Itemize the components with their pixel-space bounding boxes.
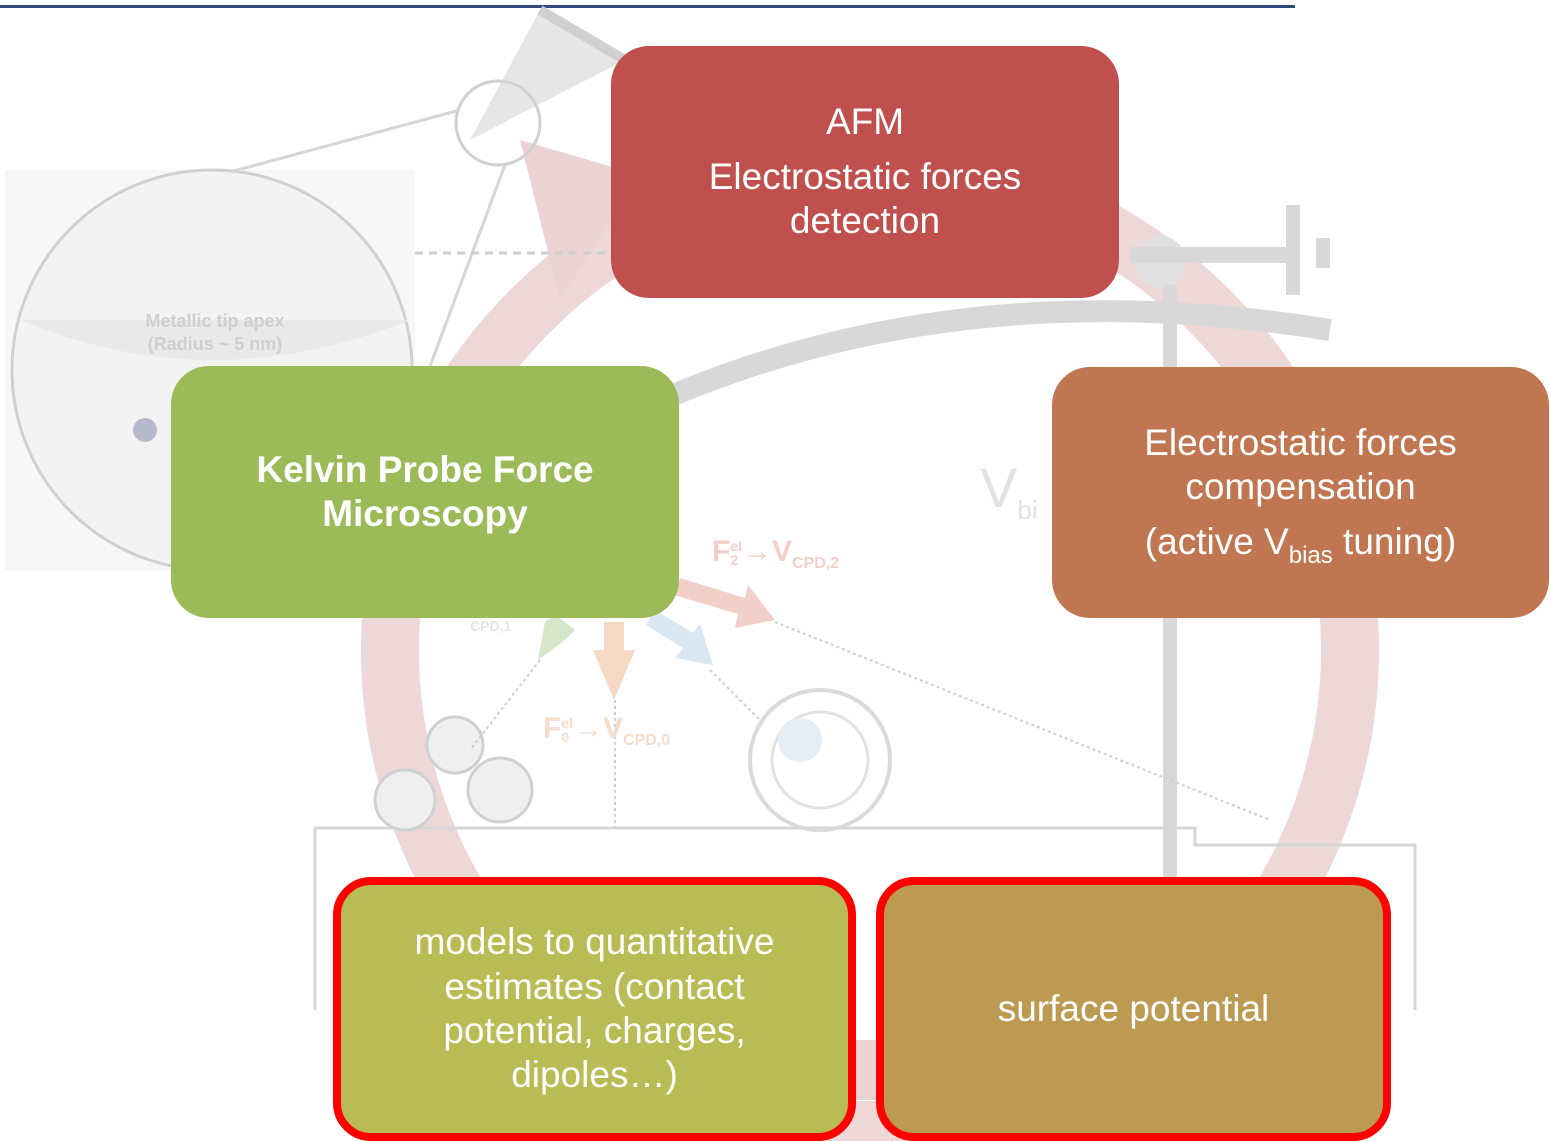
- f0-arrow: →V: [573, 712, 624, 745]
- vbias-sub: bias: [1288, 541, 1333, 569]
- kpfm-box: Kelvin Probe Force Microscopy: [171, 366, 679, 618]
- vbias-ghost-sub: bi: [1017, 495, 1038, 526]
- force-arrow-red: [674, 578, 775, 628]
- f0-sub: 0: [561, 729, 570, 746]
- compensation-title: Electrostatic forces compensation: [1144, 421, 1457, 508]
- f0-target-sub: CPD,0: [623, 732, 671, 749]
- tip-apex-label-line2: (Radius ~ 5 nm): [147, 333, 283, 354]
- zoom-circle-small: [454, 79, 542, 167]
- compensation-box: Electrostatic forces compensation (activ…: [1052, 367, 1549, 618]
- tip-cone: [470, 10, 625, 140]
- f2-f: F: [712, 535, 731, 568]
- substrate-outline: [313, 826, 1417, 1010]
- f0-f: F: [543, 712, 562, 745]
- f2-sub: 2: [730, 552, 739, 569]
- f2-arrow: →V: [742, 535, 793, 568]
- cycle-arrowhead: [520, 140, 640, 300]
- f2-target-sub: CPD,2: [792, 555, 840, 572]
- molecules: [373, 715, 534, 832]
- cpd1-ghost-label: CPD,1: [470, 618, 512, 634]
- force-arrow-orange: [593, 622, 635, 700]
- afm-subtitle: Electrostatic forces detection: [708, 155, 1022, 242]
- vbias-prefix: (active V: [1144, 520, 1289, 562]
- models-text: models to quantitative estimates (contac…: [414, 921, 775, 1096]
- vbias-suffix: tuning): [1332, 520, 1457, 562]
- afm-detection-box: AFM Electrostatic forces detection: [611, 46, 1119, 298]
- afm-title: AFM: [825, 101, 905, 143]
- force-arrow-green: [538, 615, 575, 660]
- vbias-ghost-v: V: [980, 456, 1018, 519]
- kpfm-title: Kelvin Probe Force Microscopy: [256, 448, 594, 534]
- f2-sup: el: [730, 538, 743, 555]
- tip-apex-label: Metallic tip apex (Radius ~ 5 nm): [100, 310, 330, 355]
- vbias-ghost-label: Vbi: [980, 455, 1038, 526]
- surface-potential-box: surface potential: [876, 877, 1391, 1141]
- force-arrow-blue: [646, 610, 713, 665]
- models-box: models to quantitative estimates (contac…: [333, 877, 856, 1141]
- surface-potential-text: surface potential: [997, 987, 1270, 1029]
- f0-sup: el: [561, 715, 574, 732]
- vbias-tuning-line: (active Vbias tuning): [1144, 520, 1457, 568]
- tip-apex-label-line1: Metallic tip apex: [145, 311, 285, 331]
- top-rule: [0, 5, 1295, 8]
